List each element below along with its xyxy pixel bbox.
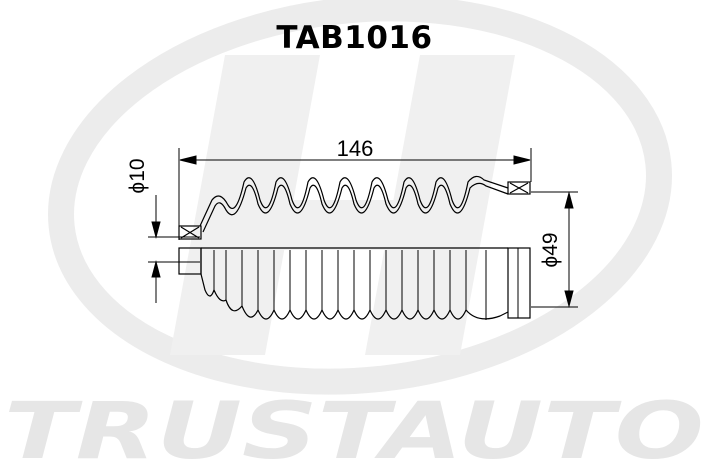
watermark-brand-text: TRUSTAUTO bbox=[4, 387, 704, 473]
watermark-logo bbox=[48, 0, 672, 395]
large-diameter-dimension bbox=[531, 191, 578, 308]
length-dimension-label: 146 bbox=[337, 136, 374, 161]
part-number-title: TAB1016 bbox=[276, 20, 433, 56]
large-diameter-label: ϕ49 bbox=[539, 232, 562, 267]
boot-exterior-view bbox=[178, 247, 531, 320]
boot-section-profile bbox=[178, 175, 531, 240]
small-diameter-dimension bbox=[148, 195, 200, 303]
length-dimension bbox=[178, 148, 532, 240]
small-diameter-label: ϕ10 bbox=[126, 158, 149, 193]
